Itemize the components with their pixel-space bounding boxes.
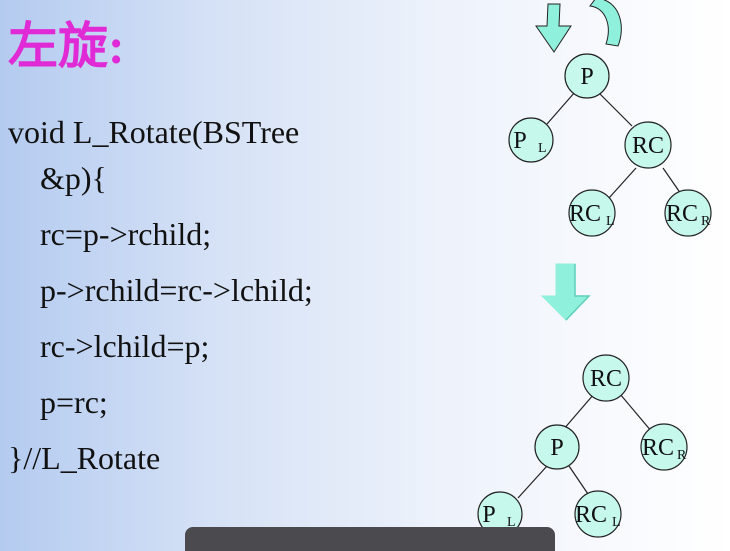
svg-text:R: R — [677, 448, 687, 463]
svg-text:RC: RC — [569, 201, 601, 227]
tree-node-rcr: RC R — [640, 423, 688, 471]
tree-node-pl: P L — [508, 117, 554, 163]
tree-node-rcl: RC L — [568, 189, 616, 237]
tree-node-rc: RC — [624, 121, 672, 169]
code-line: p=rc; — [40, 384, 108, 420]
svg-text:P: P — [580, 64, 593, 90]
svg-text:RC: RC — [575, 502, 607, 528]
rotate-left-arrow-icon — [535, 0, 622, 53]
code-line: void L_Rotate(BSTree — [8, 114, 300, 150]
svg-text:P: P — [482, 502, 495, 528]
svg-text:RC: RC — [666, 201, 698, 227]
tree-node-rcr: RC R — [664, 189, 712, 237]
tree-node-p: P — [534, 424, 580, 470]
svg-text:P: P — [513, 128, 526, 154]
code-line: &p){ — [40, 160, 107, 196]
tree-node-rc-root: RC — [582, 354, 630, 402]
svg-text:L: L — [606, 214, 615, 229]
tree-after-edges — [517, 393, 653, 499]
code-line: rc=p->rchild; — [40, 216, 212, 252]
page-title: 左旋: — [8, 18, 125, 74]
code-line: p->rchild=rc->lchild; — [40, 272, 313, 308]
svg-text:RC: RC — [632, 133, 664, 159]
svg-text:L: L — [538, 141, 547, 156]
svg-text:P: P — [550, 435, 563, 461]
tree-node-rcl: RC L — [574, 490, 622, 538]
svg-text:RC: RC — [590, 366, 622, 392]
svg-text:R: R — [701, 214, 711, 229]
code-line: rc->lchild=p; — [40, 328, 210, 364]
bottom-toolbar — [185, 527, 555, 551]
down-arrow-icon — [540, 263, 591, 321]
svg-text:L: L — [507, 515, 516, 530]
svg-text:L: L — [612, 515, 621, 530]
rotation-diagram: P P L RC RC L RC R RC P RC — [477, 0, 712, 538]
svg-text:RC: RC — [642, 435, 674, 461]
code-block: void L_Rotate(BSTree &p){ rc=p->rchild; … — [8, 104, 313, 486]
tree-before-edges — [546, 91, 682, 199]
tree-node-p: P — [564, 53, 610, 99]
code-line: }//L_Rotate — [8, 440, 161, 476]
